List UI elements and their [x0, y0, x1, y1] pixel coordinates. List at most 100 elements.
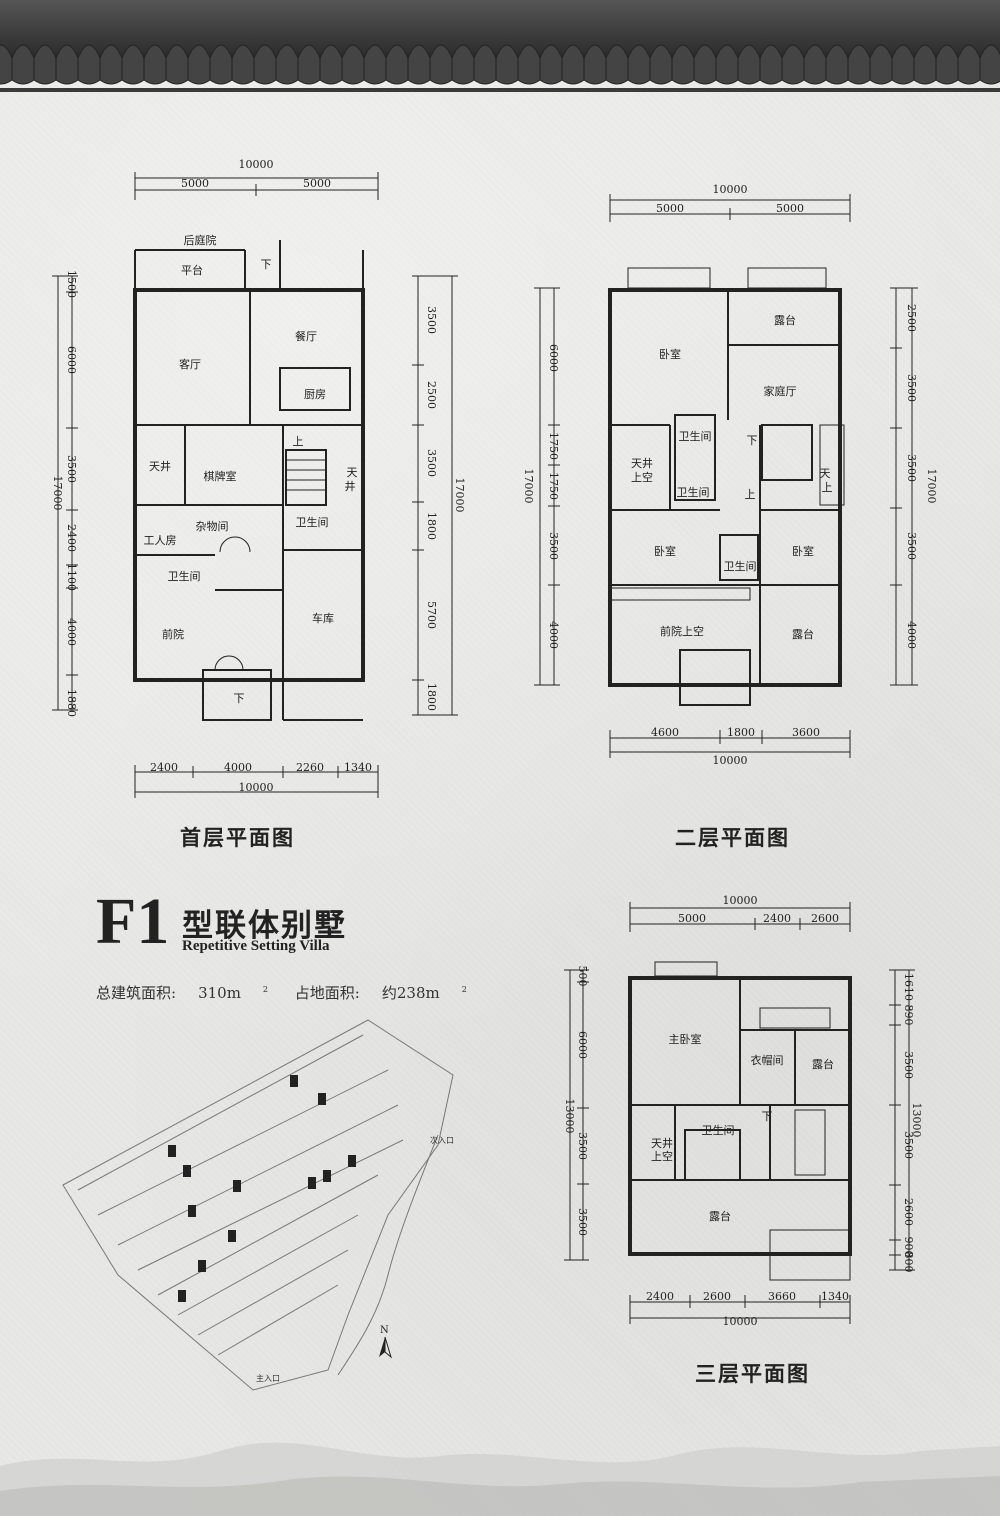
f2-room-void2b: 上 — [822, 481, 833, 494]
f1-dim-left-total: 17000 — [51, 476, 64, 511]
f3-dim-left-b: 6000 — [576, 1031, 589, 1059]
roof-tile — [627, 44, 651, 85]
site-house-marker — [168, 1145, 176, 1157]
villa-title-en: Repetitive Setting Villa — [182, 938, 330, 954]
roof-tile — [297, 44, 321, 85]
f3-dim-right-c: 3500 — [902, 1051, 915, 1079]
f3-dim-top-a: 5000 — [678, 912, 706, 925]
f1-dim-right-total: 17000 — [453, 478, 466, 513]
f1-dim-bottom-c: 2260 — [296, 761, 324, 774]
f1-room-bath2: 卫生间 — [296, 515, 329, 529]
roof-tile — [693, 44, 717, 85]
site-house-marker — [198, 1260, 206, 1272]
f2-dim-left-b: 1750 — [547, 432, 560, 460]
site-house-marker — [323, 1170, 331, 1182]
f1-room-bath1: 卫生间 — [168, 569, 201, 583]
villa-title-cn: 型联体别墅 — [182, 908, 347, 944]
f2-dim-right-total: 17000 — [925, 469, 938, 504]
f1-dim-left-d: 2400 — [65, 524, 78, 552]
roof-tile — [759, 44, 783, 85]
total-area-unit-sup: 2 — [262, 985, 269, 994]
f2-room-bath2: 卫生间 — [677, 485, 710, 499]
f2-dim-right-d: 3500 — [905, 532, 918, 560]
roof-tile — [605, 44, 629, 85]
f2-dim-top-total: 10000 — [713, 183, 748, 196]
roof-tile — [957, 44, 981, 85]
villa-code: F1 — [96, 885, 170, 958]
site-house-marker — [188, 1205, 196, 1217]
north-label: N — [380, 1325, 389, 1336]
f1-room-kitchen: 厨房 — [304, 388, 326, 401]
f1-dim-top-a: 5000 — [181, 177, 209, 190]
f2-dim-bottom-a: 4600 — [651, 726, 679, 739]
roof-tile — [363, 44, 387, 85]
f3-dim-bottom-d: 1340 — [821, 1290, 849, 1303]
roof-tile — [407, 44, 431, 85]
f3-room-bath: 卫生间 — [702, 1123, 735, 1137]
roof-tile — [451, 44, 475, 85]
f2-dim-bottom-total: 10000 — [713, 754, 748, 767]
site-house-marker — [178, 1290, 186, 1302]
roof-tile — [825, 44, 849, 85]
f1-dim-right-e: 5700 — [425, 601, 438, 629]
f2-dim-right-a: 2500 — [905, 304, 918, 332]
roof-tile — [495, 44, 519, 85]
f2-dim-right-c: 3500 — [905, 454, 918, 482]
roof-tile — [209, 44, 233, 85]
f2-dim-top-a: 5000 — [656, 202, 684, 215]
roof-tile — [869, 44, 893, 85]
site-house-marker — [318, 1093, 326, 1105]
land-area-unit-sup: 2 — [461, 985, 467, 994]
f1-dim-left-f: 4000 — [65, 618, 78, 646]
roof-tile — [253, 44, 277, 85]
f1-dim-bottom-a: 2400 — [150, 761, 178, 774]
roof-tiles-decoration — [0, 0, 1000, 92]
roof-tile — [165, 44, 189, 85]
f3-dim-right-g: 800 — [902, 1252, 915, 1273]
f3-dim-right-d: 3500 — [902, 1131, 915, 1159]
f1-dim-left-a: 1500 — [65, 270, 78, 298]
land-area-label: 占地面积: — [294, 984, 360, 1002]
f2-room-bath1: 卫生间 — [679, 429, 712, 443]
f2-room-bed2: 卧室 — [654, 544, 676, 558]
f3-dim-right-b: 890 — [902, 1005, 915, 1026]
f3-dim-left-a: 500 — [576, 966, 589, 987]
f3-dim-left-c: 3500 — [576, 1132, 589, 1160]
f3-room-down: 下 — [762, 1110, 773, 1123]
f2-dim-left-a: 6000 — [547, 344, 560, 372]
f3-dim-left-d: 3500 — [576, 1208, 589, 1236]
roof-tile — [847, 44, 871, 85]
floor2-caption: 二层平面图 — [675, 825, 790, 850]
roof-tile — [121, 44, 145, 85]
f3-dim-right-e: 2600 — [902, 1198, 915, 1226]
f3-dim-bottom-b: 2600 — [703, 1290, 731, 1303]
f1-dim-bottom-b: 4000 — [224, 761, 252, 774]
f1-room-servant: 工人房 — [144, 534, 177, 547]
f2-dim-left-total: 17000 — [522, 469, 535, 504]
site-entry-secondary: 次入口 — [430, 1135, 454, 1145]
roof-tile — [517, 44, 541, 85]
f3-room-terrace2: 露台 — [709, 1209, 731, 1223]
roof-tile — [935, 44, 959, 85]
f2-room-down: 下 — [747, 434, 758, 447]
f1-dim-left-b: 6000 — [65, 346, 78, 374]
f3-room-void-b: 上空 — [651, 1149, 673, 1163]
site-plan: 次入口 主入口 N — [62, 1019, 454, 1391]
roof-tile — [11, 44, 35, 85]
site-house-marker — [183, 1165, 191, 1177]
site-house-marker — [290, 1075, 298, 1087]
roof-tile — [319, 44, 343, 85]
roof-tile — [715, 44, 739, 85]
roof-tile — [649, 44, 673, 85]
land-area-value: 约238m — [381, 984, 440, 1002]
f1-room-courtyard1: 天井 — [149, 459, 171, 473]
site-house-marker — [308, 1177, 316, 1189]
roof-tile — [583, 44, 607, 85]
f2-dim-left-c: 1750 — [547, 472, 560, 500]
f1-dim-right-c: 3500 — [425, 449, 438, 477]
f1-room-backyard: 后庭院 — [184, 233, 217, 247]
f2-room-terrace2: 露台 — [792, 627, 814, 641]
